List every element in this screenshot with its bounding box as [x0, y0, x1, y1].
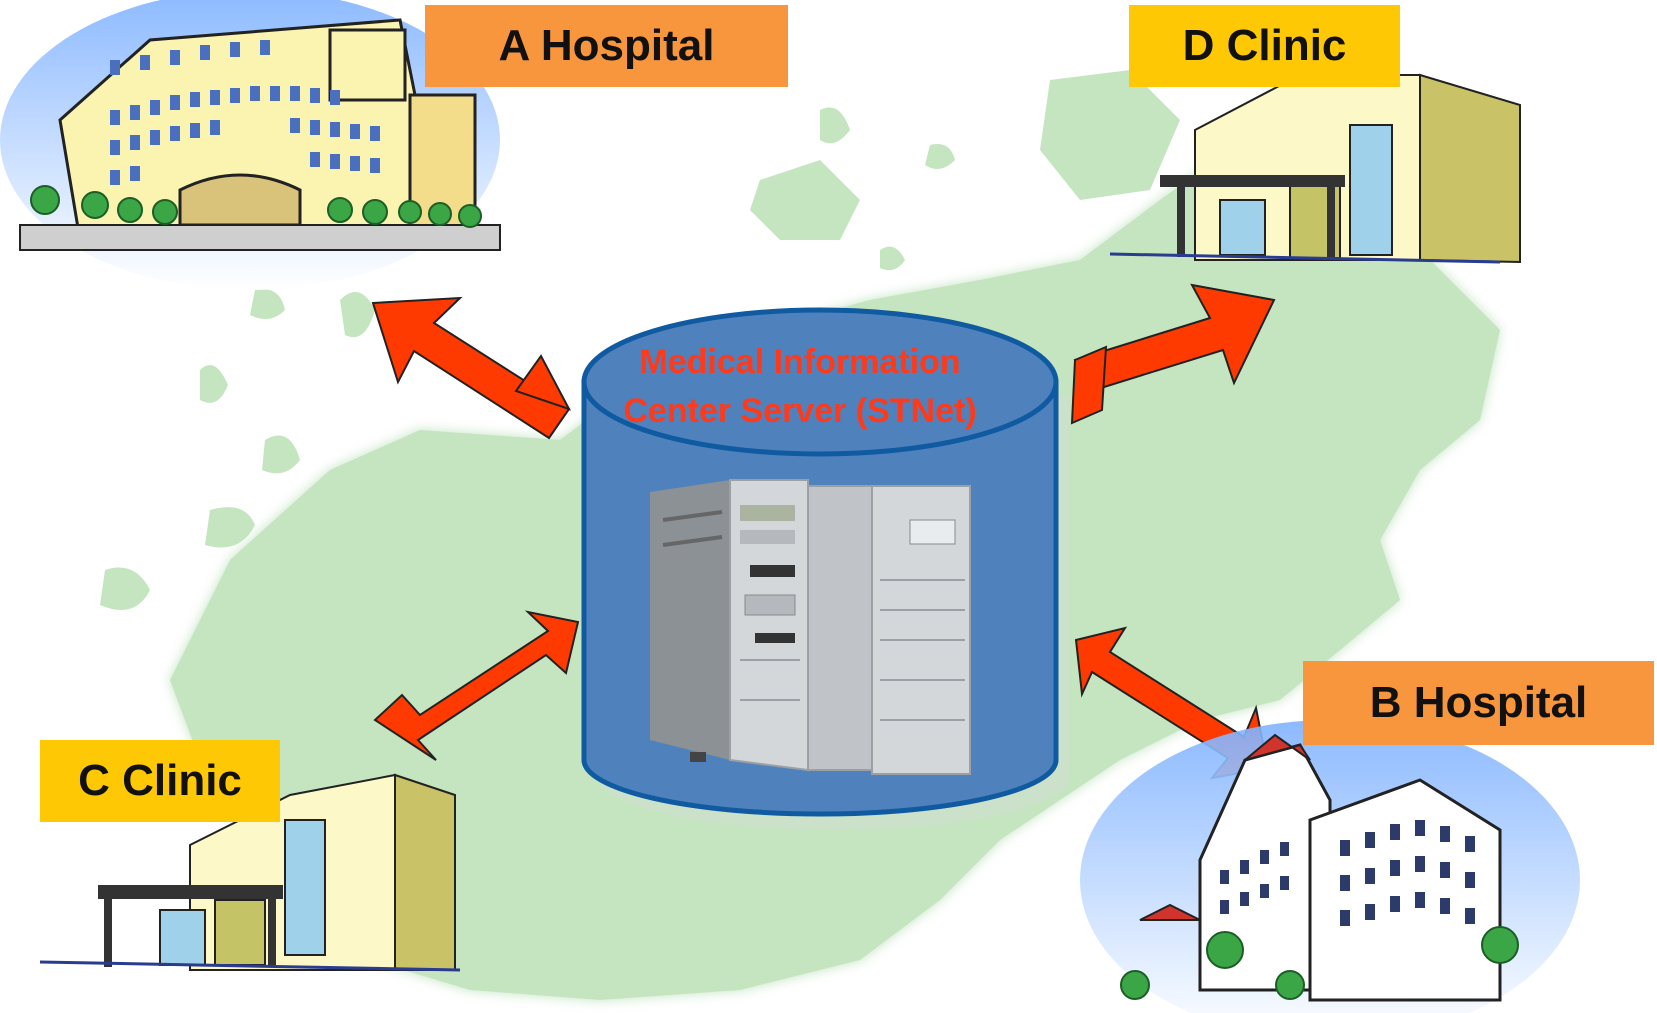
- server-rack-icon: [650, 479, 971, 775]
- arrow-to-c-clinic: [373, 610, 580, 761]
- a-hospital-label: A Hospital: [425, 5, 788, 87]
- b-hospital-label: B Hospital: [1303, 661, 1654, 745]
- center-title-line2: Center Server (STNet): [623, 392, 976, 430]
- d-clinic-building: [1109, 73, 1521, 264]
- d-clinic-label: D Clinic: [1129, 5, 1400, 87]
- b-hospital-label-text: B Hospital: [1369, 678, 1588, 727]
- c-clinic-label: C Clinic: [40, 740, 280, 822]
- b-hospital-building: [1080, 720, 1580, 1013]
- c-clinic-label-text: C Clinic: [78, 756, 242, 805]
- d-clinic-label-text: D Clinic: [1182, 21, 1347, 70]
- a-hospital-building: [0, 0, 501, 290]
- arrow-to-a-hospital: [371, 296, 572, 440]
- c-clinic-building: [39, 773, 461, 972]
- a-hospital-label-text: A Hospital: [498, 21, 715, 70]
- arrow-to-d-clinic: [1070, 283, 1276, 425]
- center-title-line1: Medical Information: [639, 343, 960, 381]
